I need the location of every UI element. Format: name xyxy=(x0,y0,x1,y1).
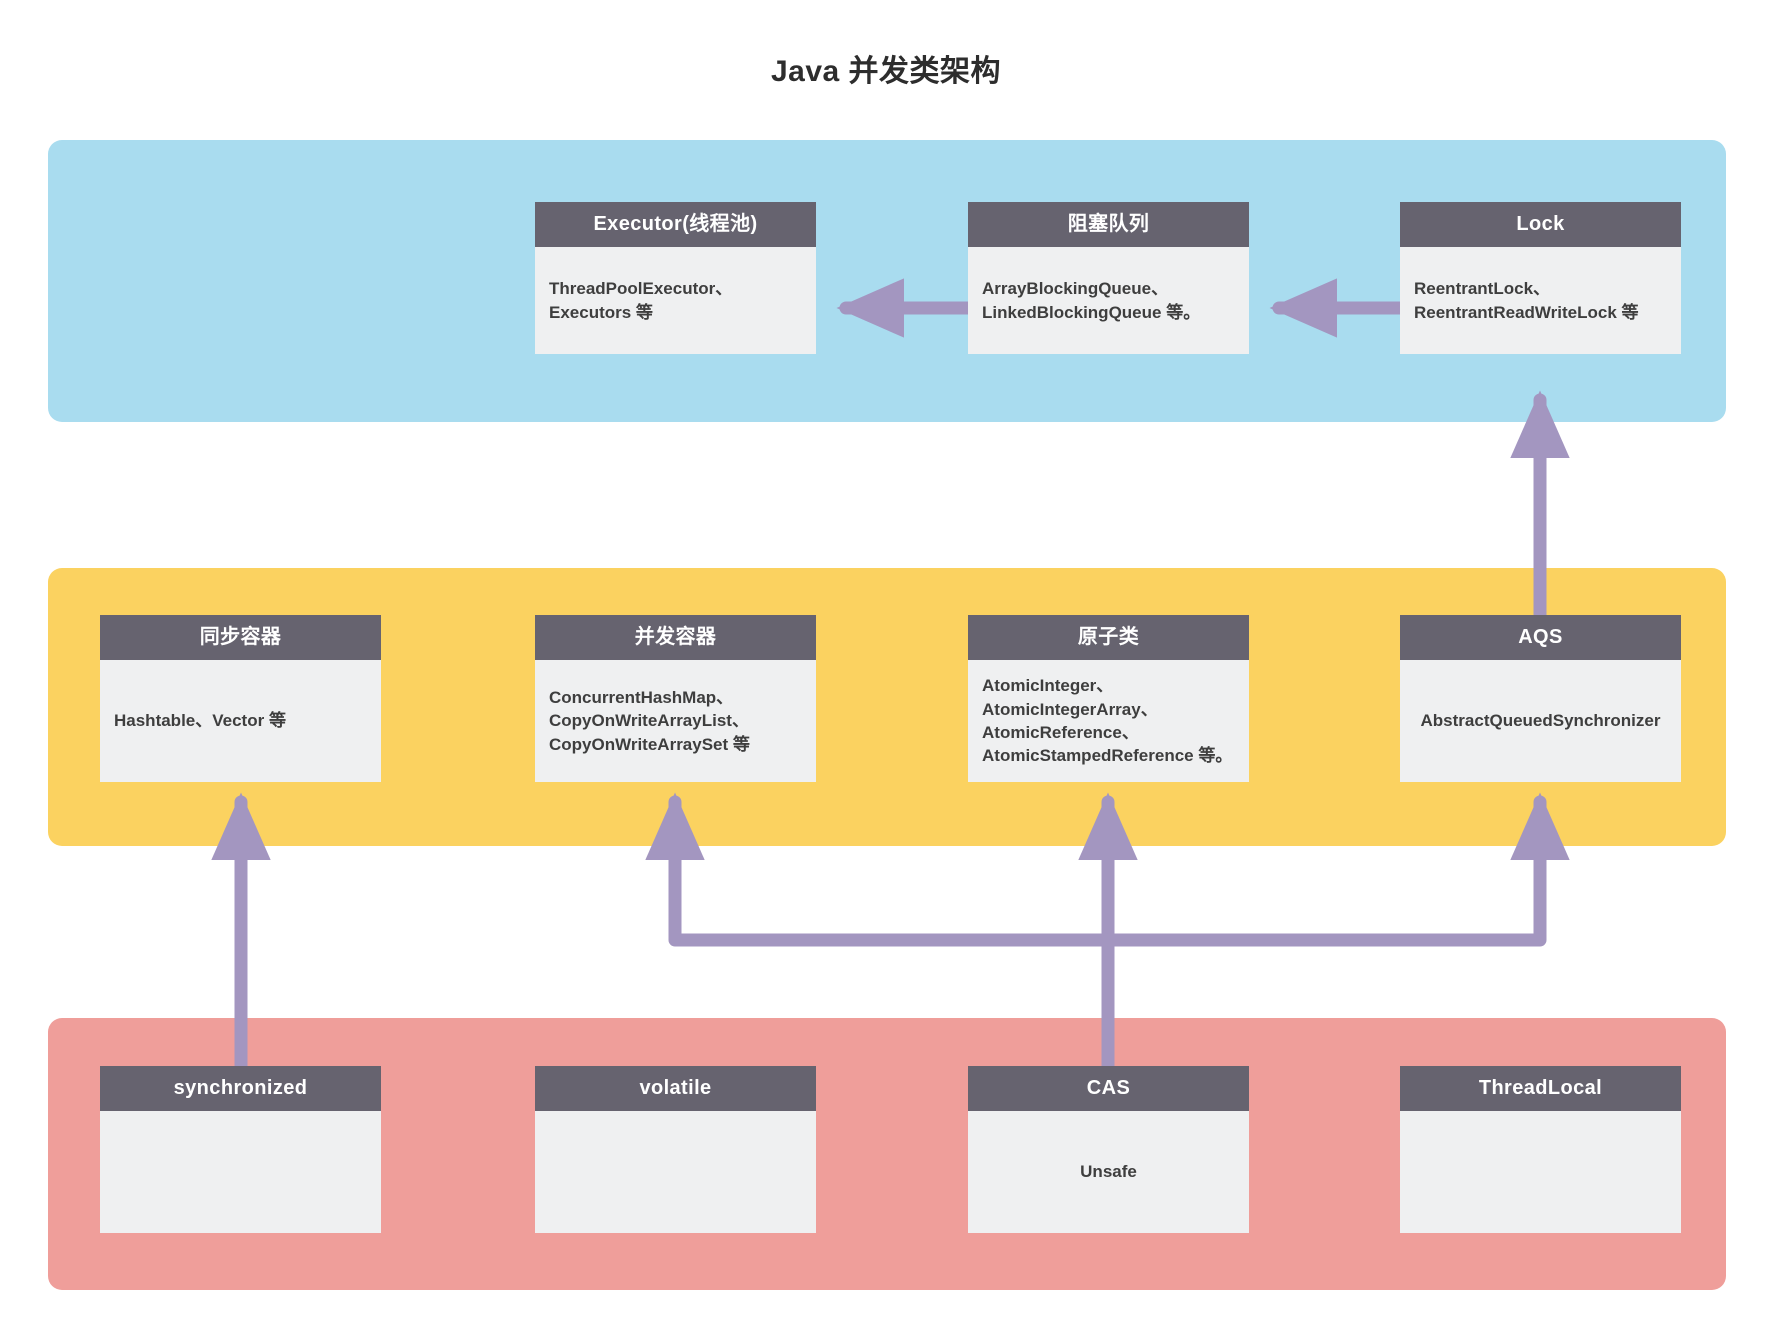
node-sync-container[interactable]: 同步容器 Hashtable、Vector 等 xyxy=(100,615,381,782)
node-concurrent-container-body: ConcurrentHashMap、 CopyOnWriteArrayList、… xyxy=(549,687,750,754)
node-volatile[interactable]: volatile xyxy=(535,1066,816,1233)
node-threadlocal-body xyxy=(1400,1111,1681,1233)
node-lock[interactable]: Lock ReentrantLock、 ReentrantReadWriteLo… xyxy=(1400,202,1681,354)
node-aqs[interactable]: AQS AbstractQueuedSynchronizer xyxy=(1400,615,1681,782)
node-volatile-header: volatile xyxy=(535,1066,816,1111)
node-aqs-header: AQS xyxy=(1400,615,1681,660)
node-executor-header: Executor(线程池) xyxy=(535,202,816,247)
node-atomic-classes[interactable]: 原子类 AtomicInteger、 AtomicIntegerArray、 A… xyxy=(968,615,1249,782)
node-volatile-body xyxy=(535,1111,816,1233)
node-sync-container-body: Hashtable、Vector 等 xyxy=(114,711,286,731)
node-blocking-queue-header: 阻塞队列 xyxy=(968,202,1249,247)
node-atomic-classes-body: AtomicInteger、 AtomicIntegerArray、 Atomi… xyxy=(982,676,1233,766)
node-executor[interactable]: Executor(线程池) ThreadPoolExecutor、 Execut… xyxy=(535,202,816,354)
node-aqs-body: AbstractQueuedSynchronizer xyxy=(1420,711,1661,731)
node-sync-container-header: 同步容器 xyxy=(100,615,381,660)
node-executor-body: ThreadPoolExecutor、 Executors 等 xyxy=(549,279,733,322)
node-cas[interactable]: CAS Unsafe xyxy=(968,1066,1249,1233)
node-synchronized-header: synchronized xyxy=(100,1066,381,1111)
node-lock-body: ReentrantLock、 ReentrantReadWriteLock 等 xyxy=(1414,279,1639,322)
node-cas-header: CAS xyxy=(968,1066,1249,1111)
node-cas-body: Unsafe xyxy=(1080,1162,1137,1182)
node-atomic-classes-header: 原子类 xyxy=(968,615,1249,660)
node-blocking-queue-body: ArrayBlockingQueue、 LinkedBlockingQueue … xyxy=(982,279,1201,322)
node-concurrent-container-header: 并发容器 xyxy=(535,615,816,660)
page-title: Java 并发类架构 xyxy=(770,55,1002,88)
node-blocking-queue[interactable]: 阻塞队列 ArrayBlockingQueue、 LinkedBlockingQ… xyxy=(968,202,1249,354)
node-synchronized[interactable]: synchronized xyxy=(100,1066,381,1233)
node-synchronized-body xyxy=(100,1111,381,1233)
node-threadlocal-header: ThreadLocal xyxy=(1400,1066,1681,1111)
node-lock-header: Lock xyxy=(1400,202,1681,247)
node-threadlocal[interactable]: ThreadLocal xyxy=(1400,1066,1681,1233)
node-concurrent-container[interactable]: 并发容器 ConcurrentHashMap、 CopyOnWriteArray… xyxy=(535,615,816,782)
